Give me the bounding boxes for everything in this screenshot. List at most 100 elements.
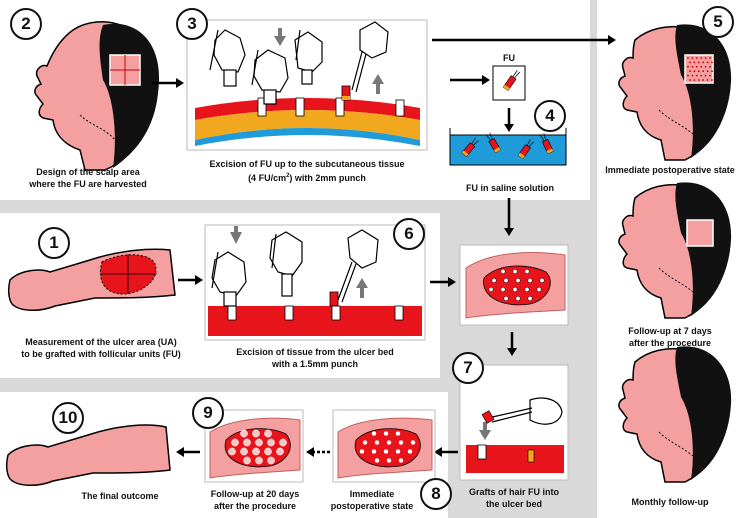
graft-hole bbox=[536, 287, 542, 292]
caption-scalp-design: Design of the scalp area where the FU ar… bbox=[8, 166, 168, 190]
saline-graft bbox=[539, 133, 554, 155]
caption-excision-fu: Excision of FU up to the subcutaneous ti… bbox=[187, 158, 427, 184]
graft-dot bbox=[702, 79, 705, 81]
graft-hole bbox=[264, 447, 272, 456]
step-6-badge: 6 bbox=[393, 218, 425, 250]
graft-hole bbox=[395, 449, 401, 454]
caption-excision-ulcer-line2: with a 1.5mm punch bbox=[271, 359, 358, 369]
graft-dot bbox=[709, 65, 711, 68]
graft-hole bbox=[515, 278, 521, 283]
graft-hole bbox=[410, 440, 416, 445]
caption-followup-7: Follow-up at 7 days after the procedure bbox=[598, 325, 742, 349]
caption-measure-line2: to be grafted with follicular units (FU) bbox=[21, 349, 181, 359]
graft-dot bbox=[702, 70, 705, 73]
step-3-badge: 3 bbox=[176, 8, 208, 40]
caption-saline: FU in saline solution bbox=[465, 183, 554, 193]
graft-dot bbox=[697, 61, 700, 64]
graft-hole bbox=[267, 456, 275, 465]
caption-excision-fu-pre: (4 FU/cm bbox=[248, 173, 287, 183]
graft-hole bbox=[252, 447, 260, 456]
graft-hole bbox=[527, 278, 533, 283]
caption-immediate-post-bottom-line2: postoperative state bbox=[330, 501, 414, 511]
caption-immediate-post-bottom: Immediate postoperative state bbox=[318, 488, 426, 512]
graft-hole bbox=[512, 287, 518, 292]
graft-dot bbox=[691, 65, 694, 68]
graft-hole bbox=[488, 287, 494, 292]
step-10-badge: 10 bbox=[52, 402, 84, 434]
step-4-badge: 4 bbox=[534, 100, 566, 132]
caption-measure: Measurement of the ulcer area (UA) to be… bbox=[6, 336, 196, 360]
saline-graft bbox=[485, 132, 502, 154]
graft-hole bbox=[267, 438, 275, 447]
caption-followup-20-line2: after the procedure bbox=[213, 501, 297, 511]
caption-excision-fu-post: ) with 2mm punch bbox=[289, 173, 366, 183]
graft-hole bbox=[252, 429, 260, 438]
caption-monthly: Monthly follow-up bbox=[631, 497, 709, 507]
graft-dot bbox=[711, 70, 713, 73]
graft-dot bbox=[700, 74, 703, 77]
caption-grafts-line1: Grafts of hair FU into bbox=[469, 487, 559, 497]
step-7-badge: 7 bbox=[452, 352, 484, 384]
graft-hole bbox=[371, 431, 377, 436]
caption-fu: FU bbox=[503, 53, 515, 63]
caption-excision-fu-sup: 2 bbox=[286, 173, 290, 179]
graft-hole bbox=[279, 438, 287, 447]
graft-hole bbox=[383, 449, 389, 454]
graft-hole bbox=[255, 438, 263, 447]
graft-hole bbox=[228, 447, 236, 456]
graft-hole bbox=[374, 440, 380, 445]
graft-hole bbox=[395, 431, 401, 436]
graft-dot bbox=[693, 61, 696, 64]
graft-dot bbox=[709, 57, 711, 59]
graft-hole bbox=[524, 287, 530, 292]
caption-grafts-line2: the ulcer bed bbox=[485, 499, 542, 509]
caption-immediate-post-right: Immediate postoperative state bbox=[605, 165, 735, 175]
caption-grafts: Grafts of hair FU into the ulcer bed bbox=[455, 486, 573, 510]
caption-excision-fu-line2: (4 FU/cm2) with 2mm punch bbox=[187, 170, 427, 184]
graft-dot bbox=[706, 70, 709, 73]
caption-excision-fu-line1: Excision of FU up to the subcutaneous ti… bbox=[209, 159, 405, 169]
caption-scalp-line1: Design of the scalp area bbox=[36, 167, 140, 177]
graft-dot bbox=[687, 65, 689, 68]
graft-hole bbox=[398, 440, 404, 445]
graft-hole bbox=[255, 456, 263, 465]
graft-hole bbox=[386, 440, 392, 445]
caption-measure-line1: Measurement of the ulcer area (UA) bbox=[25, 337, 177, 347]
graft-hole bbox=[362, 440, 368, 445]
caption-final: The final outcome bbox=[81, 491, 159, 501]
graft-hole bbox=[500, 269, 506, 274]
graft-dot bbox=[693, 79, 696, 81]
graft-hole bbox=[243, 438, 251, 447]
graft-dot bbox=[704, 74, 707, 77]
step-8-badge: 8 bbox=[420, 478, 452, 510]
graft-dot bbox=[704, 57, 707, 59]
caption-scalp-line2: where the FU are harvested bbox=[29, 179, 147, 189]
graft-dot bbox=[693, 70, 696, 73]
graft-dot bbox=[702, 61, 705, 64]
graft-dot bbox=[687, 74, 689, 77]
graft-dot bbox=[687, 57, 689, 59]
graft-dot bbox=[697, 70, 700, 73]
graft-hole bbox=[240, 447, 248, 456]
graft-dot bbox=[700, 65, 703, 68]
graft-dot bbox=[691, 57, 694, 59]
graft-hole bbox=[383, 431, 389, 436]
step-5-badge: 5 bbox=[702, 6, 734, 38]
graft-hole bbox=[503, 296, 509, 301]
caption-followup-20: Follow-up at 20 days after the procedure bbox=[200, 488, 310, 512]
saline-graft bbox=[517, 139, 534, 160]
caption-followup-7-line2: after the procedure bbox=[628, 338, 712, 348]
graft-hole bbox=[398, 458, 404, 463]
graft-hole bbox=[515, 296, 521, 301]
graft-dot bbox=[711, 61, 713, 64]
graft-dot bbox=[689, 61, 691, 64]
graft-dot bbox=[709, 74, 711, 77]
graft-hole bbox=[371, 449, 377, 454]
graft-dot bbox=[689, 79, 691, 81]
graft-dot bbox=[695, 74, 698, 77]
step-2-badge: 2 bbox=[10, 8, 42, 40]
graft-dot bbox=[700, 57, 703, 59]
graft-dot bbox=[697, 79, 700, 81]
